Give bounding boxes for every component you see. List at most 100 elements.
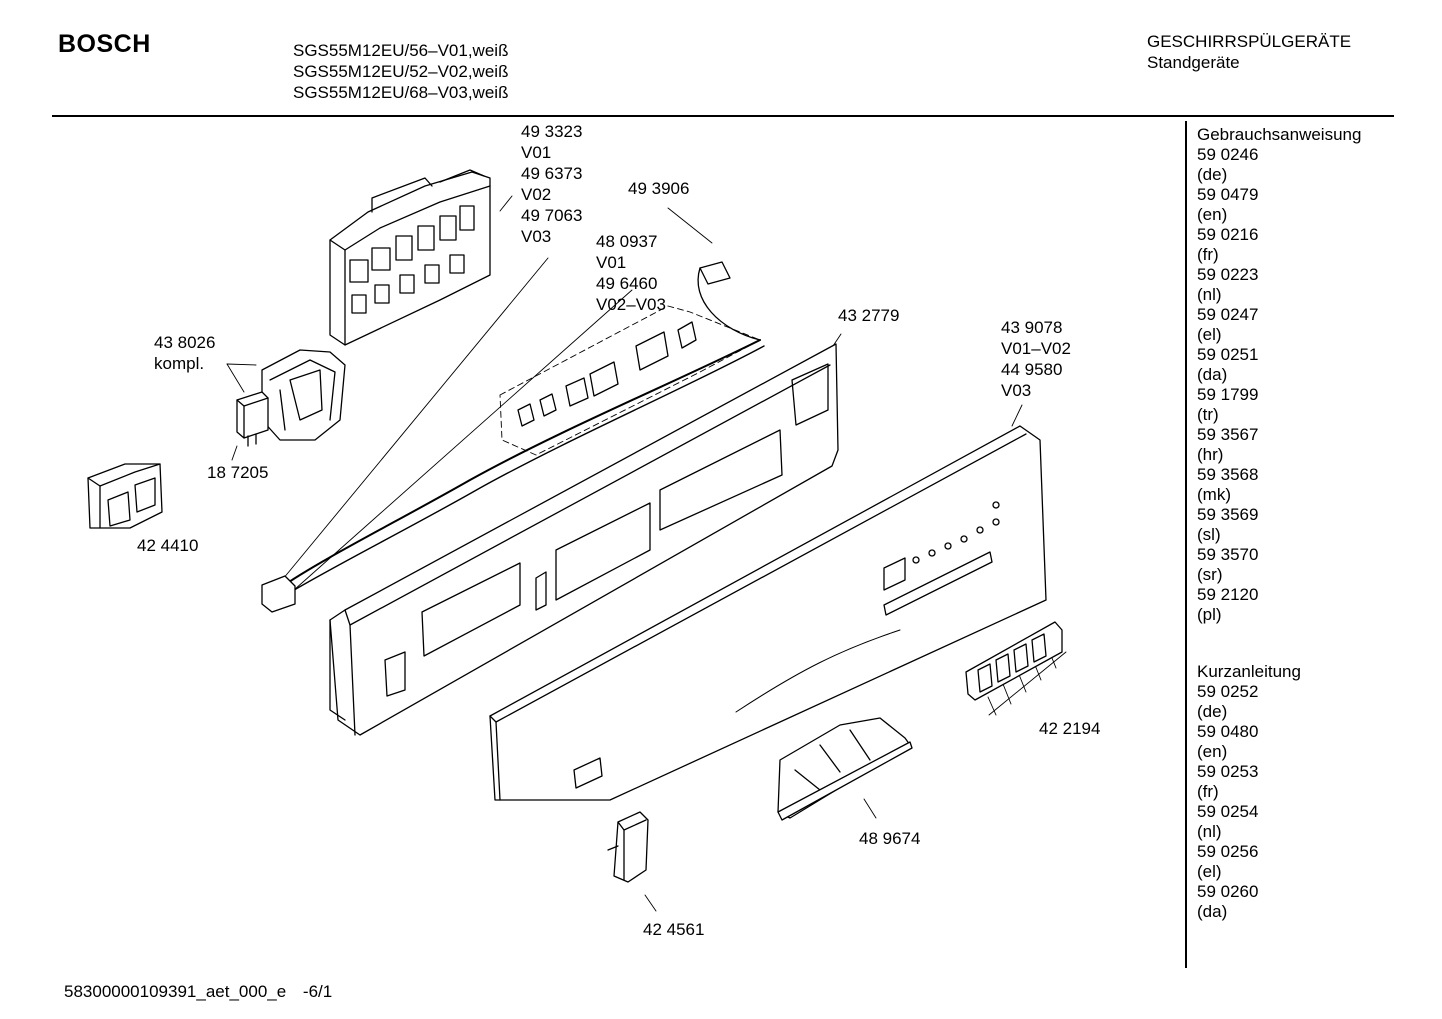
part-number: 18 7205 — [207, 463, 269, 482]
label-bracket: 42 4561 — [643, 919, 704, 940]
manual-item: 59 2120 — [1197, 585, 1259, 604]
part-number: 49 3323 — [521, 122, 583, 141]
manual-item: (tr) — [1197, 405, 1219, 424]
manual-item: 59 0247 — [1197, 305, 1259, 324]
label-connectors: 48 0937 V01 49 6460 V02–V03 — [596, 231, 666, 315]
category-subtitle: Standgeräte — [1147, 53, 1240, 72]
manual-item: 59 0251 — [1197, 345, 1259, 364]
manual-item: (de) — [1197, 165, 1228, 184]
frame — [329, 343, 839, 736]
leader-lines — [226, 195, 1067, 912]
manual-item: (da) — [1197, 365, 1228, 384]
label-handle: 48 9674 — [859, 828, 920, 849]
short-guide-item: 59 0480 — [1197, 722, 1259, 741]
document-code: 58300000109391_aet_000_e — [64, 982, 287, 1001]
part-number: 49 6373 — [521, 164, 583, 183]
part-number: 48 9674 — [859, 829, 921, 848]
label-switch-kit: 43 8026 kompl. — [154, 332, 215, 374]
manual-item: (en) — [1197, 205, 1228, 224]
model-line: SGS55M12EU/56–V01,weiß — [293, 41, 509, 60]
part-number: 42 2194 — [1039, 719, 1101, 738]
label-capacitor: 18 7205 — [207, 462, 268, 483]
manual-item: (sl) — [1197, 525, 1221, 544]
model-line: SGS55M12EU/68–V03,weiß — [293, 83, 509, 102]
short-guide-list: Kurzanleitung 59 0252 (de) 59 0480 (en) … — [1197, 662, 1301, 922]
short-guide-item: 59 0252 — [1197, 682, 1259, 701]
sidebar-divider — [1185, 121, 1187, 968]
manual-item: 59 3570 — [1197, 545, 1259, 564]
relay — [87, 463, 163, 529]
short-guide-item: (en) — [1197, 742, 1228, 761]
part-number: 43 9078 — [1001, 318, 1063, 337]
connector-group-outline — [499, 305, 761, 456]
switch-assembly — [261, 349, 346, 441]
label-relay: 42 4410 — [137, 535, 198, 556]
short-guide-item: (de) — [1197, 702, 1228, 721]
label-cable: 49 3906 — [628, 178, 689, 199]
short-guide-item: (el) — [1197, 862, 1222, 881]
label-frame: 43 2779 — [838, 305, 899, 326]
short-guide-item: 59 0254 — [1197, 802, 1259, 821]
page-number: -6/1 — [302, 982, 333, 1001]
manual-item: 59 0246 — [1197, 145, 1259, 164]
manual-item: (pl) — [1197, 605, 1222, 624]
manual-item: 59 0479 — [1197, 185, 1259, 204]
manual-title: Gebrauchsanweisung — [1197, 125, 1362, 144]
short-guide-item: (nl) — [1197, 822, 1222, 841]
header-divider — [52, 115, 1394, 117]
label-front-panel: 43 9078 V01–V02 44 9580 V03 — [1001, 317, 1071, 401]
part-variant: V01 — [596, 253, 627, 272]
document-footer: 58300000109391_aet_000_e -6/1 — [64, 982, 332, 1002]
manual-item: (mk) — [1197, 485, 1231, 504]
part-number: 48 0937 — [596, 232, 658, 251]
manual-item: 59 1799 — [1197, 385, 1259, 404]
connectors — [517, 321, 697, 427]
capacitor — [236, 391, 269, 447]
label-control-module: 49 3323 V01 49 6373 V02 49 7063 V03 — [521, 121, 582, 247]
manual-item: 59 3567 — [1197, 425, 1259, 444]
wiring-harness — [261, 261, 765, 613]
manual-item: (el) — [1197, 325, 1222, 344]
category-title: GESCHIRRSPÜLGERÄTE — [1147, 32, 1352, 51]
short-guide-title: Kurzanleitung — [1197, 662, 1301, 681]
manual-item: (sr) — [1197, 565, 1223, 584]
part-variant: V03 — [521, 227, 552, 246]
short-guide-item: 59 0260 — [1197, 882, 1259, 901]
model-list: SGS55M12EU/56–V01,weiß SGS55M12EU/52–V02… — [293, 40, 508, 103]
part-number: 42 4561 — [643, 920, 705, 939]
part-number: 44 9580 — [1001, 360, 1063, 379]
manual-item: (fr) — [1197, 245, 1219, 264]
part-variant: V02 — [521, 185, 552, 204]
part-number: 43 2779 — [838, 306, 900, 325]
button-strip — [965, 621, 1063, 701]
short-guide-item: (fr) — [1197, 782, 1219, 801]
manual-item: 59 0216 — [1197, 225, 1259, 244]
label-button-strip: 42 2194 — [1039, 718, 1100, 739]
part-number: 43 8026 — [154, 333, 216, 352]
front-panel — [489, 425, 1047, 801]
part-variant: V01–V02 — [1001, 339, 1071, 358]
manual-list: Gebrauchsanweisung 59 0246 (de) 59 0479 … — [1197, 125, 1361, 625]
manual-item: 59 0223 — [1197, 265, 1259, 284]
part-note: kompl. — [154, 354, 205, 373]
part-number: 49 3906 — [628, 179, 690, 198]
handle — [777, 717, 913, 821]
part-variant: V02–V03 — [596, 295, 666, 314]
model-line: SGS55M12EU/52–V02,weiß — [293, 62, 509, 81]
part-variant: V01 — [521, 143, 552, 162]
short-guide-item: 59 0256 — [1197, 842, 1259, 861]
short-guide-item: (da) — [1197, 902, 1228, 921]
part-number: 42 4410 — [137, 536, 199, 555]
part-number: 49 6460 — [596, 274, 658, 293]
manual-item: 59 3568 — [1197, 465, 1259, 484]
part-variant: V03 — [1001, 381, 1032, 400]
manual-item: 59 3569 — [1197, 505, 1259, 524]
brand-logo: BOSCH — [58, 30, 151, 58]
short-guide-item: 59 0253 — [1197, 762, 1259, 781]
manual-item: (nl) — [1197, 285, 1222, 304]
part-number: 49 7063 — [521, 206, 583, 225]
control-module — [329, 169, 491, 346]
bracket — [607, 811, 649, 883]
manual-item: (hr) — [1197, 445, 1224, 464]
